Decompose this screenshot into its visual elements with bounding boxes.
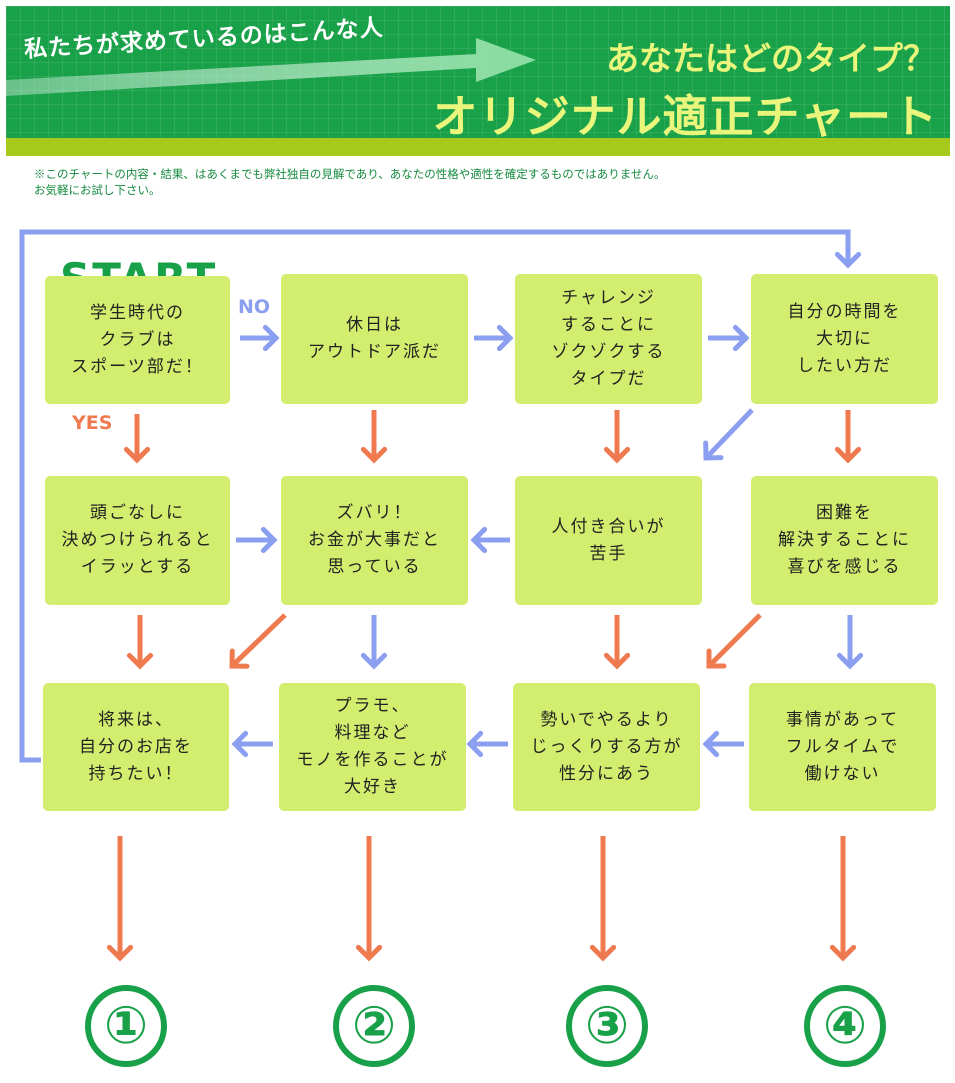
arrow-diag-r2c4 [706,613,762,669]
question-box-own-time: 自分の時間を 大切に したい方だ [751,274,938,404]
result-type-3: ③ [566,985,648,1067]
question-box-money: ズバリ！ お金が大事だと 思っている [281,476,468,605]
arrow-r2-3 [470,526,510,554]
arrow-down-r1c1 [123,414,151,464]
header-title: オリジナル適正チャート [432,90,938,143]
question-box-challenge: チャレンジ することに ゾクゾクする タイプだ [515,274,702,404]
header-strip [6,138,950,156]
question-box-start: 学生時代の クラブは スポーツ部だ！ [45,276,230,404]
question-box-no-fulltime: 事情があって フルタイムで 働けない [749,683,936,811]
arrow-r1-1 [240,324,280,352]
arrow-r2-1 [236,526,278,554]
arrow-r1-3 [708,324,750,352]
arrow-r3-2 [231,730,273,758]
arrow-down-r2c4 [836,615,864,670]
loop-connector [19,229,851,763]
arrow-result-2 [355,836,383,962]
arrow-down-r1c3 [603,410,631,464]
no-label: NO [238,296,271,318]
question-box-making-things: プラモ、 料理など モノを作ることが 大好き [279,683,466,811]
question-box-own-shop: 将来は、 自分のお店を 持ちたい！ [43,683,229,811]
arrow-down-r2c2 [360,615,388,670]
question-box-socializing: 人付き合いが 苦手 [515,476,702,605]
result-type-1: ① [85,985,167,1067]
arrow-result-1 [106,836,134,962]
header-arrow-icon [6,38,536,96]
arrow-down-r1c4 [834,410,862,464]
arrow-loop-head [834,246,862,269]
arrow-down-r1c2 [360,410,388,464]
arrow-r3-4 [702,730,744,758]
arrow-result-3 [589,836,617,962]
header-lead: あなたはどのタイプ？ [606,39,936,78]
arrow-diag-r2c2 [229,613,287,669]
disclaimer-note: ※このチャートの内容・結果、はあくまでも弊社独自の見解であり、あなたの性格や適性… [34,167,666,197]
arrow-result-4 [829,836,857,962]
arrow-r1-2 [474,324,514,352]
question-box-outdoor: 休日は アウトドア派だ [281,274,468,404]
question-box-careful-work: 勢いでやるより じっくりする方が 性分にあう [513,683,700,811]
question-box-problem-solving: 困難を 解決することに 喜びを感じる [751,476,938,605]
yes-label: YES [72,412,113,434]
arrow-down-r2c1 [126,615,154,670]
question-box-dislike-orders: 頭ごなしに 決めつけられると イラッとする [45,476,230,605]
result-type-4: ④ [804,985,886,1067]
result-type-2: ② [333,985,415,1067]
header-banner: 私たちが求めているのはこんな人 あなたはどのタイプ？ オリジナル適正チャート [6,6,950,143]
arrow-r3-3 [466,730,508,758]
arrow-diag-r1c4 [703,408,754,461]
arrow-down-r2c3 [603,615,631,670]
